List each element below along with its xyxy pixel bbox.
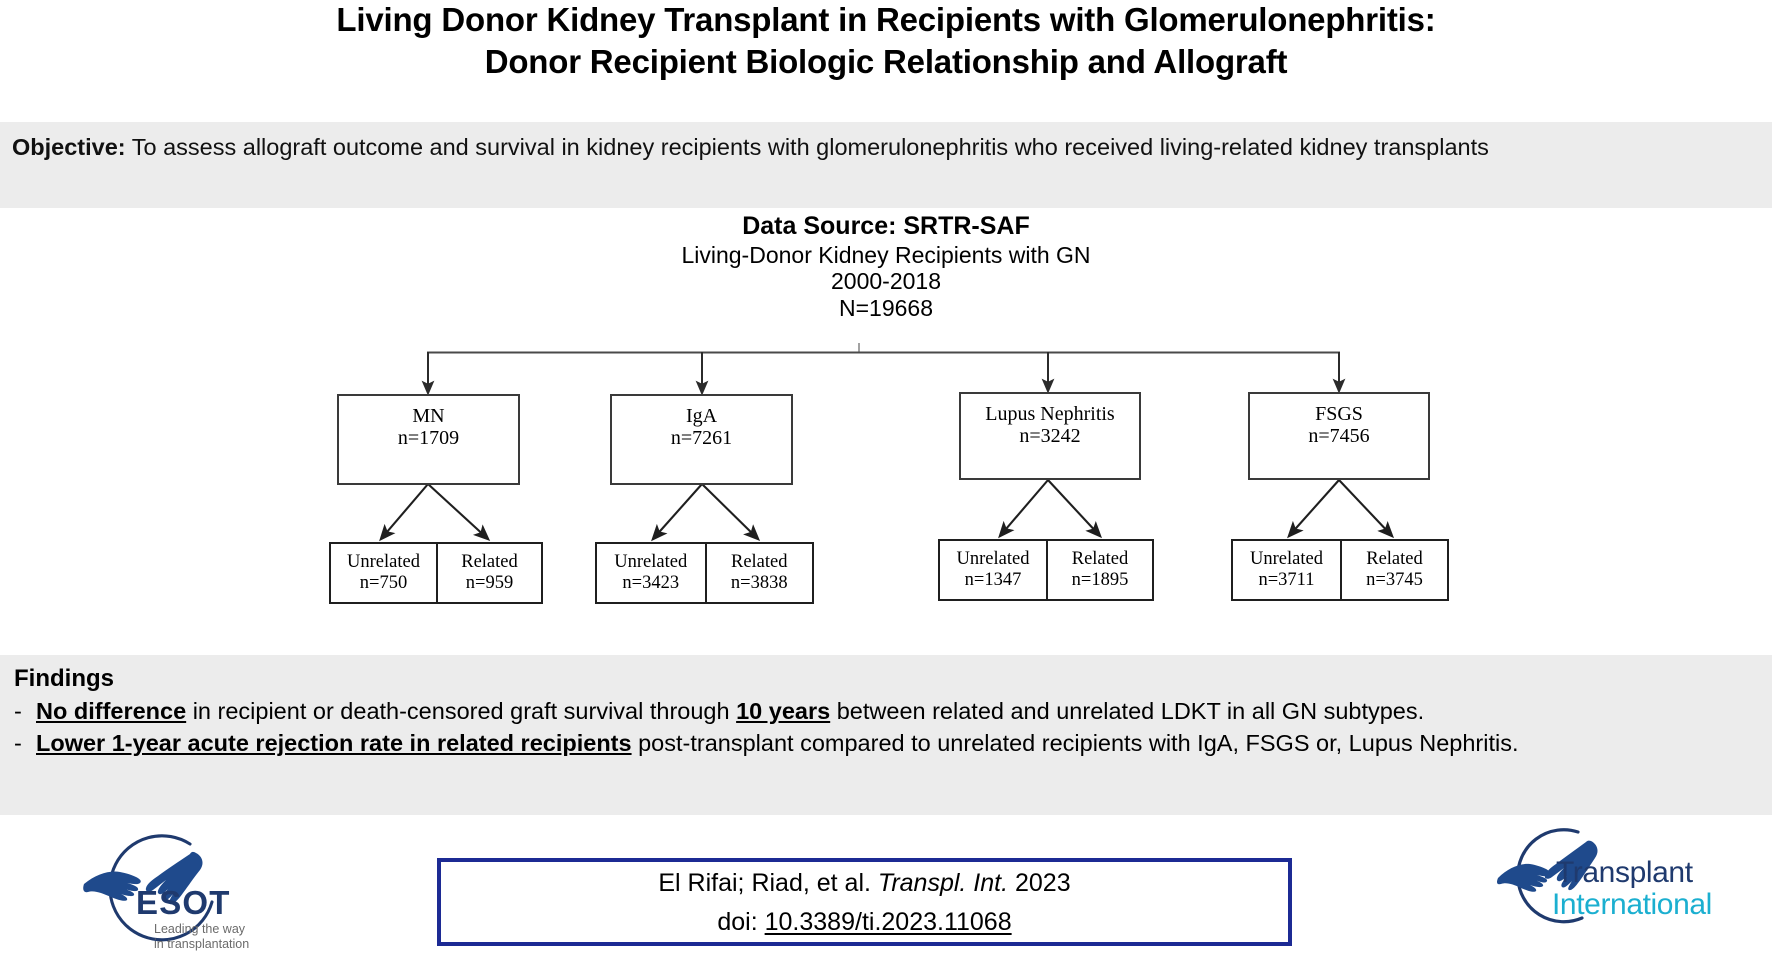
data-source-population: Living-Donor Kidney Recipients with GN <box>681 241 1091 268</box>
flow-cell-lupus-unrelated-count: n=1347 <box>964 570 1022 590</box>
flow-cell-iga-unrelated[interactable]: Unrelated n=3423 <box>597 544 705 602</box>
citation-year: 2023 <box>1008 869 1071 898</box>
flow-node-lupus-nephritis-label: Lupus Nephritis <box>985 403 1115 425</box>
flow-cell-mn-related[interactable]: Related n=959 <box>436 544 541 602</box>
flow-node-iga-label: IgA <box>685 405 718 427</box>
title-line-2: Donor Recipient Biologic Relationship an… <box>484 43 1288 81</box>
citation-journal: Transpl. Int. <box>877 869 1009 898</box>
flow-cell-fsgs-unrelated-label: Unrelated <box>1250 548 1323 569</box>
flow-node-lupus-nephritis-count: n=3242 <box>1019 425 1081 448</box>
flow-cell-mn-unrelated-label: Unrelated <box>347 551 420 572</box>
ti-logo-hand-right <box>1544 840 1598 891</box>
citation-box[interactable]: El Rifai; Riad, et al. Transpl. Int. 202… <box>437 858 1292 946</box>
flow-node-mn-label: MN <box>412 405 445 427</box>
objective-text: Objective: To assess allograft outcome a… <box>12 132 1760 164</box>
objective-body: To assess allograft outcome and survival… <box>125 134 1489 160</box>
flow-cell-lupus-related[interactable]: Related n=1895 <box>1046 541 1152 599</box>
finding-item-1-emphasis-a: No difference <box>36 697 187 724</box>
flow-cell-iga-unrelated-count: n=3423 <box>622 573 680 593</box>
data-source-total-n: N=19668 <box>839 295 933 322</box>
finding-item-2-text: Lower 1-year acute rejection rate in rel… <box>36 728 1758 759</box>
flow-node-lupus-nephritis[interactable]: Lupus Nephritis n=3242 <box>959 392 1141 480</box>
findings-section: Findings - No difference in recipient or… <box>0 655 1772 815</box>
esot-logo-hand-left <box>83 871 141 901</box>
flow-cell-fsgs-related-label: Related <box>1366 548 1423 569</box>
flow-cell-fsgs-unrelated[interactable]: Unrelated n=3711 <box>1233 541 1340 599</box>
flow-pair-iga[interactable]: Unrelated n=3423 Related n=3838 <box>595 542 814 604</box>
flow-node-mn-count: n=1709 <box>397 427 460 450</box>
esot-logo: ESOT Leading the way in transplantation <box>83 834 249 951</box>
esot-logo-tagline-2: in transplantation <box>154 937 249 951</box>
finding-item-2: - Lower 1-year acute rejection rate in r… <box>14 728 1758 759</box>
flow-cell-iga-related[interactable]: Related n=3838 <box>704 544 813 602</box>
citation-doi-link[interactable]: 10.3389/ti.2023.11068 <box>764 907 1012 936</box>
finding-item-2-emphasis-a: Lower 1-year acute rejection rate in rel… <box>36 730 632 757</box>
flow-cell-fsgs-unrelated-count: n=3711 <box>1258 570 1315 590</box>
ti-logo-word-international: International <box>1552 888 1712 921</box>
finding-item-1-emphasis-b: 10 years <box>736 697 831 724</box>
ti-logo-word-transplant: Transplant <box>1556 856 1694 889</box>
data-source-period: 2000-2018 <box>831 268 941 295</box>
finding-item-1: - No difference in recipient or death-ce… <box>14 696 1758 727</box>
finding-item-2-rest-a: post-transplant compared to unrelated re… <box>631 730 1519 757</box>
flow-cell-mn-unrelated[interactable]: Unrelated n=750 <box>331 544 436 602</box>
flow-node-fsgs-count: n=7456 <box>1308 425 1370 448</box>
transplant-international-logo: Transplant International <box>1497 828 1712 924</box>
esot-logo-circle <box>108 834 214 942</box>
flow-cell-iga-related-label: Related <box>730 551 788 572</box>
finding-item-1-rest-a: in recipient or death-censored graft sur… <box>186 697 737 724</box>
title-line-1: Living Donor Kidney Transplant in Recipi… <box>336 1 1436 38</box>
data-source-title: Data Source: SRTR-SAF <box>742 212 1030 240</box>
flow-cell-lupus-related-count: n=1895 <box>1071 570 1129 590</box>
findings-heading: Findings <box>14 665 114 692</box>
citation-reference: El Rifai; Riad, et al. Transpl. Int. 202… <box>658 868 1070 899</box>
finding-item-1-rest-b: between related and unrelated LDKT in al… <box>830 697 1425 724</box>
flow-cell-mn-related-count: n=959 <box>465 573 514 593</box>
flow-pair-lupus-nephritis[interactable]: Unrelated n=1347 Related n=1895 <box>938 539 1154 601</box>
finding-item-1-bullet: - <box>14 697 22 724</box>
citation-authors: El Rifai; Riad, et al. <box>658 869 878 898</box>
flow-node-mn[interactable]: MN n=1709 <box>337 394 520 485</box>
citation-doi-line[interactable]: doi: 10.3389/ti.2023.11068 <box>717 907 1011 938</box>
finding-item-2-bullet: - <box>14 730 22 757</box>
finding-item-1-text: No difference in recipient or death-cens… <box>36 696 1758 727</box>
esot-logo-tagline-1: Leading the way <box>154 922 246 936</box>
flow-node-iga-count: n=7261 <box>670 427 733 450</box>
esot-logo-hand-right <box>145 851 203 905</box>
flow-cell-lupus-unrelated-label: Unrelated <box>956 548 1030 569</box>
flow-node-fsgs-label: FSGS <box>1315 403 1363 425</box>
flow-cell-fsgs-related[interactable]: Related n=3745 <box>1340 541 1447 599</box>
flow-pair-mn[interactable]: Unrelated n=750 Related n=959 <box>329 542 543 604</box>
flow-cell-mn-related-label: Related <box>461 551 518 572</box>
objective-section: Objective: To assess allograft outcome a… <box>0 122 1772 208</box>
flow-node-iga[interactable]: IgA n=7261 <box>610 394 793 485</box>
flow-cell-fsgs-related-count: n=3745 <box>1366 570 1423 590</box>
flow-cell-lupus-related-label: Related <box>1071 548 1129 569</box>
ti-logo-hand-left <box>1497 863 1550 892</box>
data-source-header: Data Source: SRTR-SAF Living-Donor Kidne… <box>0 212 1772 322</box>
citation-doi-label: doi: <box>717 907 765 936</box>
flow-cell-iga-related-count: n=3838 <box>730 573 788 593</box>
objective-label: Objective: <box>12 134 126 160</box>
page-title: Living Donor Kidney Transplant in Recipi… <box>0 0 1772 110</box>
esot-logo-wordmark: ESOT <box>136 884 231 921</box>
flow-cell-lupus-unrelated[interactable]: Unrelated n=1347 <box>940 541 1046 599</box>
flow-cell-mn-unrelated-count: n=750 <box>359 573 408 593</box>
flow-node-fsgs[interactable]: FSGS n=7456 <box>1248 392 1430 480</box>
flow-cell-iga-unrelated-label: Unrelated <box>614 551 688 572</box>
flow-pair-fsgs[interactable]: Unrelated n=3711 Related n=3745 <box>1231 539 1449 601</box>
